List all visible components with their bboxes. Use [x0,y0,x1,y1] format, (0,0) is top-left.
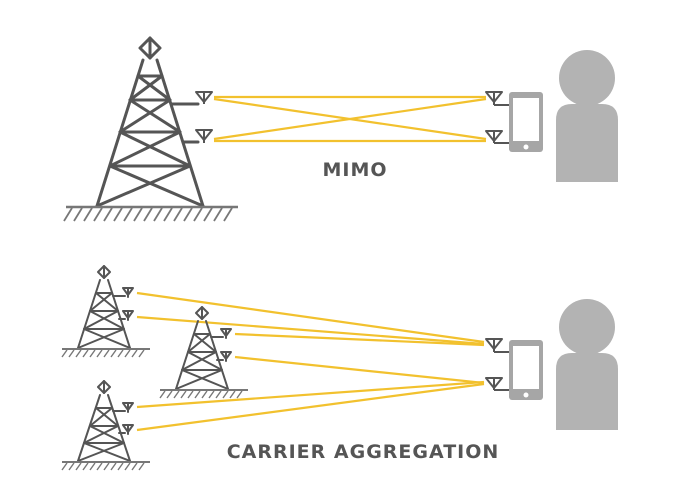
cell-tower-icon [159,306,248,399]
ground-icon [63,205,238,222]
antenna-icon [485,130,509,144]
carrier-aggregation-section: CARRIER AGGREGATION [61,265,618,471]
phone-antenna-icons [485,91,509,144]
phone-antenna-icons [485,338,509,391]
cell-tower-icon [95,36,205,208]
smartphone-icon [509,92,543,152]
carrier-aggregation-label: CARRIER AGGREGATION [227,441,500,463]
mimo-section: MIMO [63,36,618,222]
ca-beam [136,315,485,346]
antenna-icon [195,129,213,143]
person-icon [556,50,618,182]
mimo-label: MIMO [322,159,387,181]
antenna-icon [195,91,213,104]
tower-antenna-icons [195,91,213,143]
ca-beam [234,332,485,347]
cell-tower-icon [61,265,150,358]
cell-tower-icon [61,380,150,471]
ca-beam [136,291,485,344]
smartphone-icon [509,340,543,400]
ca-beam [136,382,485,432]
ca-signal-beams [136,291,485,432]
mimo-signal-beams [213,95,487,143]
antenna-icon [485,91,509,106]
person-icon [556,299,618,430]
ca-beam [234,355,485,385]
ca-beam [136,380,485,409]
mimo-beam-bottom-top [213,97,487,141]
antenna-icon [485,338,509,353]
antenna-icon [485,377,509,391]
